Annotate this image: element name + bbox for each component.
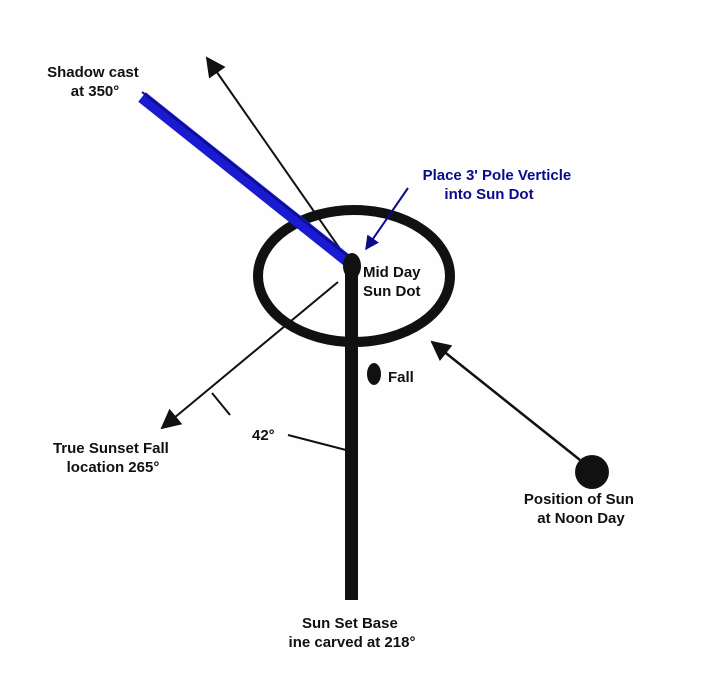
fall-label: Fall (388, 369, 414, 386)
fall-dot (367, 363, 381, 385)
shadow-line-edge (141, 91, 355, 262)
position-sun-label-line1: Position of Sun (524, 491, 634, 508)
place-pole-label-line1: Place 3' Pole Verticle (423, 167, 572, 184)
mid-day-sun-dot-label: Mid Day Sun Dot (363, 264, 425, 300)
noon-sun-icon (575, 455, 609, 489)
shadow-cast-label-line1: Shadow cast (47, 64, 139, 81)
sunset-base-label-line1: Sun Set Base (302, 615, 398, 632)
position-sun-label: Position of Sun at Noon Day (524, 491, 638, 527)
sunset-base-line (345, 270, 358, 600)
true-sunset-label-line1: True Sunset Fall (53, 440, 169, 457)
sunset-base-label: Sun Set Base ine carved at 218° (289, 615, 416, 651)
sunset-base-label-line2: ine carved at 218° (289, 634, 416, 651)
shadow-cast-label: Shadow cast at 350° (47, 64, 143, 100)
sun-direction-arrow (430, 340, 581, 461)
place-pole-arrow (365, 187, 409, 251)
mid-day-sun-dot (343, 253, 361, 279)
position-sun-label-line2: at Noon Day (537, 510, 625, 527)
mid-day-label-line1: Mid Day (363, 264, 421, 281)
angle-bracket-right (287, 434, 347, 451)
true-sunset-label: True Sunset Fall location 265° (53, 440, 173, 476)
angle-bracket-left (211, 392, 231, 416)
mid-day-label-line2: Sun Dot (363, 283, 421, 300)
shadow-cast-label-line2: at 350° (71, 83, 120, 100)
north-arrow (205, 56, 353, 267)
place-pole-label-line2: into Sun Dot (444, 186, 533, 203)
angle-label: 42° (252, 427, 275, 444)
true-sunset-label-line2: location 265° (67, 459, 160, 476)
true-sunset-arrow (160, 281, 339, 430)
shadow-line (138, 92, 358, 271)
place-pole-label: Place 3' Pole Verticle into Sun Dot (423, 167, 576, 203)
